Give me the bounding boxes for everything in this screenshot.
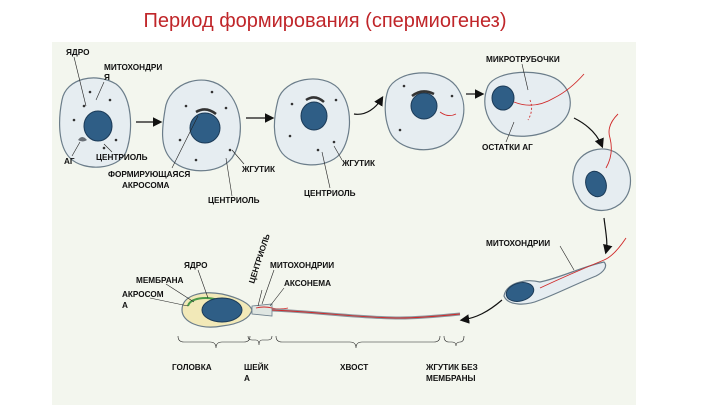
arrow-5-6 xyxy=(573,117,604,149)
brace-tail xyxy=(275,335,441,349)
leader-mitochondria-3 xyxy=(261,269,275,305)
leader-mitochondria-2 xyxy=(559,245,575,271)
label-acrosome-forming: ФОРМИРУЮЩАЯСЯ xyxy=(108,170,190,179)
label-membrane: МЕМБРАНА xyxy=(136,276,184,285)
label-acrosome-wrap: А xyxy=(122,301,128,310)
cell-stage-3 xyxy=(273,78,350,166)
label-head: ГОЛОВКА xyxy=(172,363,212,372)
label-microtubules: МИКРОТРУБОЧКИ xyxy=(486,55,560,64)
label-mitochondria-1-wrap: Я xyxy=(104,73,110,82)
label-centriole-4: ЦЕНТРИОЛЬ xyxy=(247,233,272,285)
leader-nucleus-2 xyxy=(197,269,209,299)
brace-head xyxy=(177,335,251,349)
leader-flagellum-2 xyxy=(333,145,343,161)
label-tail: ХВОСТ xyxy=(340,363,368,372)
page-title: Период формирования (спермиогенез) xyxy=(143,10,507,32)
leader-membrane xyxy=(165,283,195,303)
leader-centriole-4 xyxy=(257,289,263,307)
arrow-7-8 xyxy=(459,299,503,324)
leader-golgi-remains xyxy=(505,121,515,143)
leader-centriole-3 xyxy=(321,151,331,189)
leader-flagellum-1 xyxy=(231,149,245,165)
leader-centriole-2 xyxy=(225,157,233,197)
leader-mito-1 xyxy=(95,81,105,101)
mature-spermatozoon xyxy=(181,292,461,328)
label-mitochondria-1: МИТОХОНДРИ xyxy=(104,63,162,72)
leader-centriole-1 xyxy=(103,143,113,153)
label-flagellum-no-membrane: ЖГУТИК БЕЗ xyxy=(425,363,478,372)
label-mitochondria-2: МИТОХОНДРИИ xyxy=(486,239,550,248)
label-flagellum-no-membrane-wrap: МЕМБРАНЫ xyxy=(426,374,476,383)
label-mitochondria-3: МИТОХОНДРИИ xyxy=(270,261,334,270)
label-acrosome-forming-wrap: АКРОСОМА xyxy=(122,181,170,190)
cell-stage-6 xyxy=(572,113,632,212)
leader-axoneme xyxy=(269,287,285,307)
leader-golgi-1 xyxy=(71,141,81,157)
arrow-3-4 xyxy=(353,95,384,115)
label-golgi-1: АГ xyxy=(64,157,75,166)
cell-stage-7 xyxy=(503,237,627,305)
label-neck-wrap: А xyxy=(244,374,250,383)
cell-stage-2 xyxy=(162,79,241,172)
leader-acrosome-forming xyxy=(171,115,199,169)
label-golgi-remains: ОСТАТКИ АГ xyxy=(482,143,533,152)
label-nucleus-1: ЯДРО xyxy=(66,48,90,57)
label-acrosome: АКРОСОМ xyxy=(122,290,164,299)
label-centriole-2: ЦЕНТРИОЛЬ xyxy=(208,196,260,205)
label-nucleus-2: ЯДРО xyxy=(184,261,208,270)
label-flagellum-1: ЖГУТИК xyxy=(241,165,276,174)
label-centriole-1: ЦЕНТРИОЛЬ xyxy=(96,153,148,162)
cell-stage-1 xyxy=(59,77,132,168)
cell-stage-5 xyxy=(484,71,585,137)
leader-acrosome xyxy=(149,297,189,307)
leader-microtubules xyxy=(521,63,529,91)
label-centriole-3: ЦЕНТРИОЛЬ xyxy=(304,189,356,198)
label-flagellum-2: ЖГУТИК xyxy=(341,159,376,168)
brace-flagellum xyxy=(443,335,465,347)
cell-stage-4 xyxy=(384,72,465,151)
label-axoneme: АКСОНЕМА xyxy=(284,279,331,288)
arrow-6-7 xyxy=(603,217,613,255)
label-neck: ШЕЙК xyxy=(244,361,270,372)
leader-nucleus-1 xyxy=(73,56,87,107)
brace-neck xyxy=(247,335,273,346)
